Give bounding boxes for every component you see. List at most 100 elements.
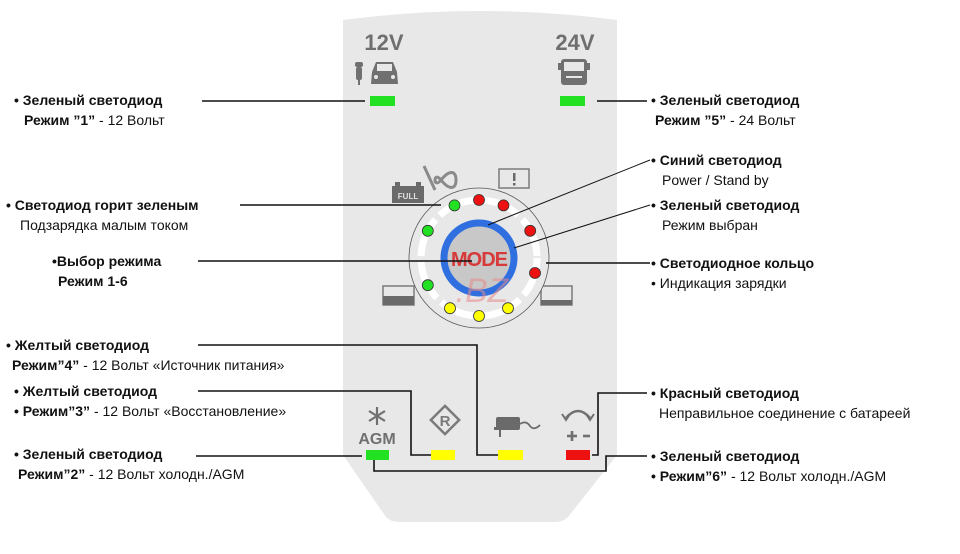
connector-supply [198,344,498,456]
annotation-sub: • Режим”3” - 12 Вольт «Восстановление» [14,401,286,421]
reverse-polarity-icon [561,409,595,441]
battery-icon-right [540,285,573,306]
annotation-trickle: • Светодиод горит зеленым Подзарядка мал… [6,195,199,235]
infinity-icon [422,165,458,191]
annotation-sub-text: - 12 Вольт холодн./AGM [85,466,245,482]
annotation-mode4: • Желтый светодиод Режим”4” - 12 Вольт «… [6,335,284,375]
watermark: .BZ [456,272,510,310]
annotation-mode-select: •Выбор режима Режим 1-6 [52,251,161,291]
annotation-sub-text: - 12 Вольт холодн./AGM [727,468,887,484]
annotation-sub-text: • Индикация зарядки [651,275,787,291]
annotation-blue-led: • Синий светодиод Power / Stand by [651,150,782,190]
annotation-sub-bold: • Режим”3” [14,403,91,419]
annotation-sub-text: - 12 Вольт «Источник питания» [79,357,285,373]
annotation-sub-text: Подзарядка малым током [20,217,189,233]
annotation-title: • Светодиод горит зеленым [6,197,199,213]
annotation-title: • Желтый светодиод [6,337,150,353]
ring-led-red [473,194,485,206]
annotation-sub: Режим выбран [651,215,799,235]
connector-mode-selected [513,204,651,249]
recondition-r-icon: R [429,404,461,436]
battery-warning-icon [498,168,530,189]
annotation-title: • Синий светодиод [651,152,782,168]
voltage-24v-label: 24V [555,30,594,55]
battery-icon-left [382,285,415,306]
annotation-sub-bold: Режим ”5” [655,112,727,128]
battery-full-icon: FULL [392,182,424,203]
annotation-sub: Режим”4” - 12 Вольт «Источник питания» [6,355,284,375]
annotation-sub: Подзарядка малым током [6,215,199,235]
annotation-sub: Режим ”5” - 24 Вольт [651,110,799,130]
connector-blue-led [487,159,651,226]
annotation-mode1: • Зеленый светодиод Режим ”1” - 12 Вольт [14,90,165,130]
ring-led-green [448,199,461,212]
annotation-sub-bold: Режим 1-6 [58,273,128,289]
ring-led-yellow [502,302,514,315]
annotation-sub-text: Power / Stand by [662,172,769,188]
annotation-title: •Выбор режима [52,253,162,269]
annotation-title: • Светодиодное кольцо [651,255,815,271]
annotation-sub: Неправильное соединение с батареей [651,403,910,423]
annotation-error: • Красный светодиод Неправильное соедине… [651,383,910,423]
annotation-mode6: • Зеленый светодиод • Режим”6” - 12 Воль… [651,446,886,486]
full-label: FULL [398,192,419,201]
agm-label: AGM [358,431,395,448]
annotation-title: • Зеленый светодиод [651,448,800,464]
motorcycle-icon [355,62,363,85]
annotation-sub-bold: Режим”2” [18,466,86,482]
annotation-title: • Зеленый светодиод [14,92,163,108]
voltage-12v-label: 12V [364,30,403,55]
mode-led-4-supply [498,450,523,460]
led-ring-track [417,196,541,320]
ring-led-red [529,267,541,279]
annotation-title: • Зеленый светодиод [651,92,800,108]
connector-mode6 [373,455,647,472]
annotation-title: • Зеленый светодиод [14,446,163,462]
mode-led-1-12v [370,96,395,106]
annotation-mode-selected: • Зеленый светодиод Режим выбран [651,195,799,235]
mode-led-5-24v [560,96,585,106]
annotation-title: • Красный светодиод [651,385,799,401]
annotation-sub-text: - 24 Вольт [726,112,796,128]
annotation-sub-text: - 12 Вольт [95,112,165,128]
annotation-sub-text: Режим выбран [662,217,758,233]
connector-recond [198,390,431,456]
annotation-title: • Зеленый светодиод [651,197,800,213]
annotation-sub-bold: • Режим”6” [651,468,728,484]
annotation-sub-text: - 12 Вольт «Восстановление» [90,403,287,419]
ring-led-yellow [473,310,485,322]
annotation-sub-text: Неправильное соединение с батареей [659,405,911,421]
annotation-mode3: • Желтый светодиод • Режим”3” - 12 Вольт… [14,381,286,421]
ring-led-red [524,224,537,237]
mode-led-2-agm [366,450,389,460]
annotation-sub: • Индикация зарядки [651,273,814,293]
annotation-sub: Power / Stand by [651,170,782,190]
annotation-sub-bold: Режим ”1” [24,112,96,128]
car-icon [371,62,398,84]
ring-leds [421,194,541,322]
ring-led-green [421,224,434,237]
svg-text:R: R [440,413,451,430]
annotation-sub: Режим”2” - 12 Вольт холодн./AGM [14,464,244,484]
annotation-mode2: • Зеленый светодиод Режим”2” - 12 Вольт … [14,444,244,484]
power-supply-icon [494,417,541,437]
connector-error [592,392,647,456]
annotation-sub: • Режим”6” - 12 Вольт холодн./AGM [651,466,886,486]
ring-led-red [497,199,510,212]
truck-icon [558,59,590,85]
annotation-sub: Режим 1-6 [52,271,161,291]
annotation-title: • Желтый светодиод [14,383,158,399]
mode-led-3-recond [431,450,455,460]
annotation-sub-bold: Режим”4” [12,357,80,373]
mode-button[interactable]: MODE [440,219,518,297]
mode-button-label: MODE [451,249,508,271]
annotation-sub: Режим ”1” - 12 Вольт [14,110,165,130]
annotation-mode5: • Зеленый светодиод Режим ”5” - 24 Вольт [651,90,799,130]
annotation-led-ring: • Светодиодное кольцо • Индикация зарядк… [651,253,814,293]
connector-lines [196,100,651,472]
mode-led-error [566,450,590,460]
ring-led-green [421,279,434,292]
ring-led-yellow [444,302,456,315]
